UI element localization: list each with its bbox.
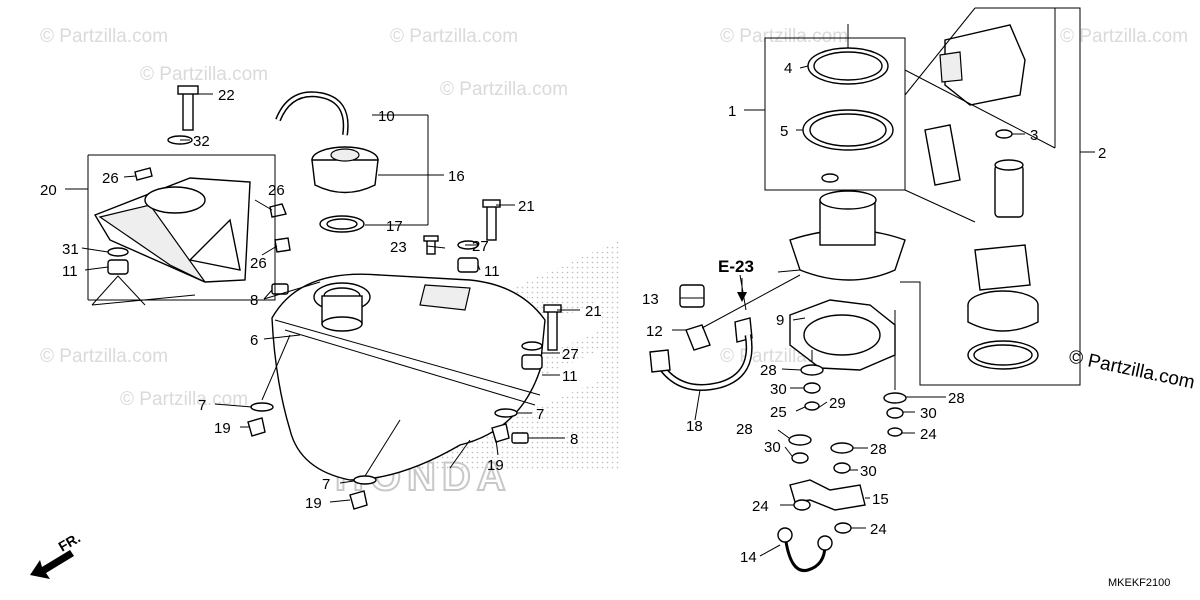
callout-number: 6 xyxy=(250,332,258,349)
callout-number: 9 xyxy=(776,312,784,329)
callout-number: 19 xyxy=(487,457,504,474)
callout-number: 26 xyxy=(268,182,285,199)
callout-number: 15 xyxy=(872,491,889,508)
fuel-tank-group xyxy=(93,85,562,510)
callout-number: 30 xyxy=(764,439,781,456)
callout-number: 28 xyxy=(760,362,777,379)
callout-number: 27 xyxy=(562,346,579,363)
callout-number: 21 xyxy=(518,198,535,215)
callout-number: 28 xyxy=(948,390,965,407)
leader-lines xyxy=(65,7,1095,557)
diagram-code: MKEKF2100 xyxy=(1108,577,1170,589)
callout-number: 1 xyxy=(728,103,736,120)
callout-number: 32 xyxy=(193,133,210,150)
callout-number: 24 xyxy=(920,426,937,443)
callout-number: 4 xyxy=(784,60,792,77)
callout-number: 12 xyxy=(646,323,663,340)
callout-number: 28 xyxy=(736,421,753,438)
callout-number: 11 xyxy=(562,368,578,385)
callout-number: 30 xyxy=(920,405,937,422)
callout-number: 26 xyxy=(102,170,119,187)
watermark: © Partzilla.com xyxy=(720,26,848,47)
callout-number: 7 xyxy=(198,397,206,414)
callout-number: 14 xyxy=(740,549,757,566)
callout-number: 27 xyxy=(472,238,489,255)
watermark: © Partzilla.com xyxy=(40,26,168,47)
callout-number: 13 xyxy=(642,291,659,308)
watermark: © Partzilla.com xyxy=(1060,26,1188,47)
callout-number: 25 xyxy=(770,404,787,421)
callout-number: 21 xyxy=(585,303,602,320)
fuel-pump-group xyxy=(649,24,1039,573)
callout-number: 3 xyxy=(1030,127,1038,144)
copyright-text: © Partzilla.com xyxy=(1067,346,1197,393)
section-ref-label: E-23 xyxy=(718,257,754,276)
callout-number: 20 xyxy=(40,182,57,199)
callout-number: 30 xyxy=(770,381,787,398)
front-direction-indicator: FR. xyxy=(30,529,83,579)
callout-number: 7 xyxy=(536,406,544,423)
callout-number: 29 xyxy=(829,395,846,412)
watermark: © Partzilla.com xyxy=(390,26,518,47)
callout-number: 30 xyxy=(860,463,877,480)
watermark: © Partzilla.com xyxy=(120,389,248,410)
callout-number: 17 xyxy=(386,218,403,235)
callout-number: 2 xyxy=(1098,145,1106,162)
callout-number: 24 xyxy=(752,498,769,515)
callout-number: 5 xyxy=(780,123,788,140)
callout-number: 8 xyxy=(570,431,578,448)
callout-number: 7 xyxy=(322,476,330,493)
callout-number: 22 xyxy=(218,87,235,104)
callout-number: 19 xyxy=(214,420,231,437)
callout-number: 31 xyxy=(62,241,79,258)
callout-number: 24 xyxy=(870,521,887,538)
callout-number: 28 xyxy=(870,441,887,458)
callout-number: 11 xyxy=(484,263,500,280)
callout-number: 16 xyxy=(448,168,465,185)
front-direction-label: FR. xyxy=(56,529,84,554)
watermark: © Partzilla.com xyxy=(40,346,168,367)
watermark: © Partzilla.com xyxy=(440,79,568,100)
watermark: © Partzilla.com xyxy=(140,64,268,85)
callout-labels: 22 32 26 20 26 31 11 26 10 16 17 21 23 2… xyxy=(40,60,1106,566)
callout-number: 26 xyxy=(250,255,267,272)
section-reference: E-23 xyxy=(718,257,754,302)
callout-number: 10 xyxy=(378,108,395,125)
callout-number: 11 xyxy=(62,263,78,280)
callout-number: 19 xyxy=(305,495,322,512)
callout-number: 18 xyxy=(686,418,703,435)
callout-number: 8 xyxy=(250,292,258,309)
callout-number: 23 xyxy=(390,239,407,256)
